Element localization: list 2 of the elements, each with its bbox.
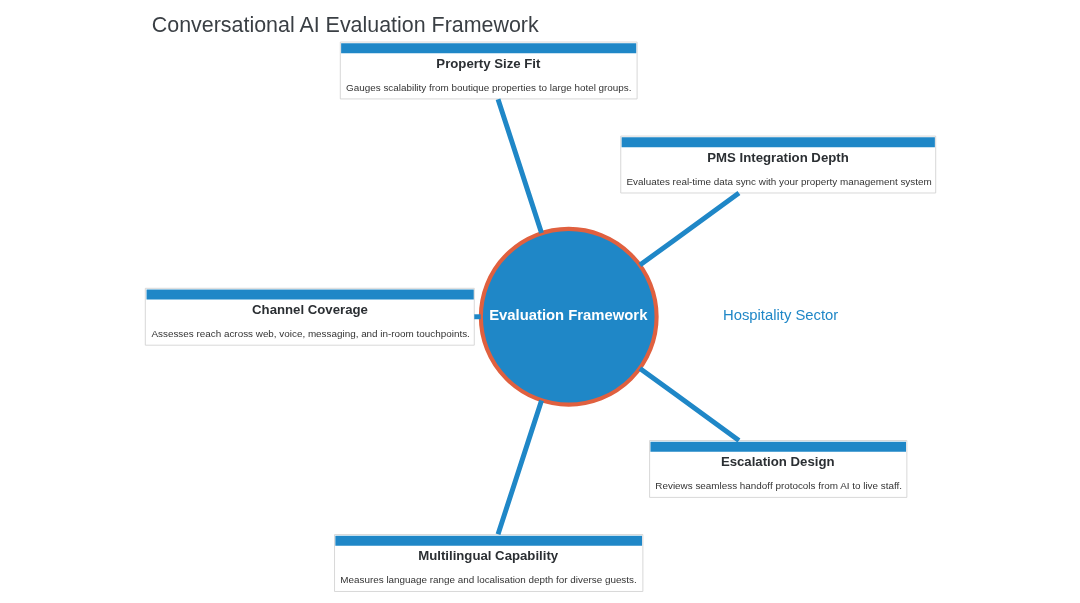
label: Hospitality Sector: [722, 307, 838, 324]
diagram-title: Conversational AI Evaluation Framework: [151, 12, 539, 37]
